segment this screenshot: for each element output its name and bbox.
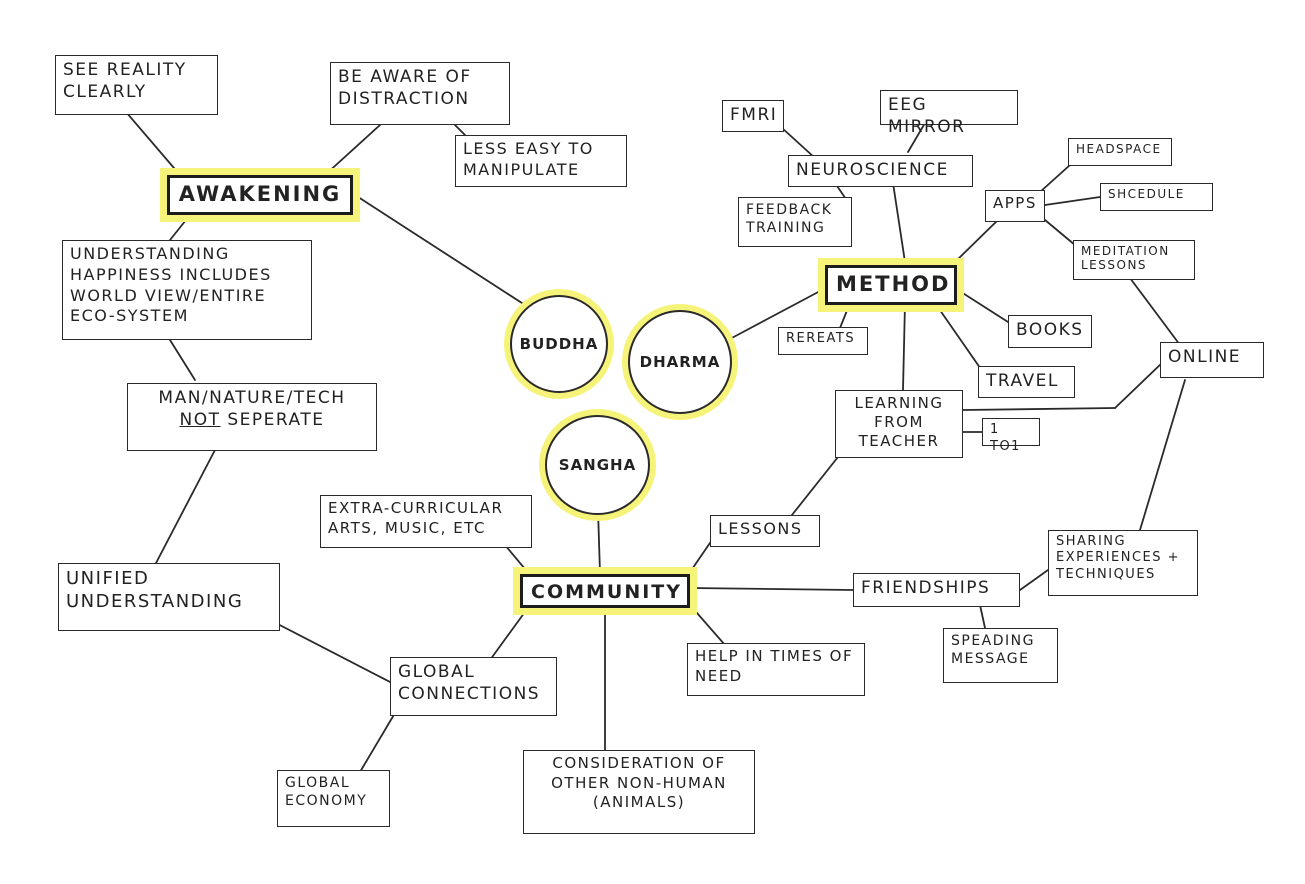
node-see-reality: SEE REALITY CLEARLY bbox=[55, 55, 218, 115]
link-neuro-method bbox=[892, 182, 906, 263]
link-method-dharma bbox=[727, 289, 823, 341]
node-understanding: UNDERSTANDING HAPPINESS INCLUDES WORLD V… bbox=[62, 240, 312, 340]
link-method-books bbox=[957, 289, 1009, 323]
link-online-sharing bbox=[1139, 379, 1186, 531]
node-travel: TRAVEL bbox=[978, 366, 1075, 398]
hub-awakening: AWAKENING bbox=[167, 175, 353, 215]
node-learning: LEARNING FROM TEACHER bbox=[835, 390, 963, 458]
man-nature-not: NOT bbox=[179, 410, 221, 431]
node-global-economy: GLOBAL ECONOMY bbox=[277, 770, 390, 827]
link-apps-headspace bbox=[1039, 164, 1071, 193]
link-learning-lessons bbox=[787, 456, 839, 521]
link-awakening-be-aware bbox=[324, 124, 381, 176]
link-global-conn-economy bbox=[359, 712, 396, 773]
node-apps: APPS bbox=[985, 190, 1045, 222]
circle-sangha: SANGHA bbox=[545, 415, 650, 515]
node-meditation: MEDITATION LESSONS bbox=[1073, 240, 1195, 280]
link-online-bend bbox=[1114, 361, 1164, 409]
node-lessons: LESSONS bbox=[710, 515, 820, 547]
node-feedback: FEEDBACK TRAINING bbox=[738, 197, 852, 247]
link-apps-schedule bbox=[1044, 196, 1101, 206]
link-community-friendships bbox=[689, 587, 854, 591]
link-awakening-understanding bbox=[169, 214, 191, 241]
node-neuroscience: NEUROSCIENCE bbox=[788, 155, 973, 187]
node-less-easy: LESS EASY TO MANIPULATE bbox=[455, 135, 627, 187]
link-fmri-neuro bbox=[781, 127, 816, 159]
link-apps-meditation bbox=[1044, 219, 1076, 246]
node-eeg: EEG MIRROR bbox=[880, 90, 1018, 137]
node-help: HELP IN TIMES OF NEED bbox=[687, 643, 865, 696]
link-be-aware-less-easy bbox=[454, 124, 466, 136]
link-learning-online bbox=[962, 407, 1116, 411]
node-speading: SPEADING MESSAGE bbox=[943, 628, 1058, 683]
link-awakening-buddha bbox=[354, 194, 526, 306]
node-schedule: SHCEDULE bbox=[1100, 183, 1213, 211]
node-consideration: CONSIDERATION OF OTHER NON-HUMAN (ANIMAL… bbox=[523, 750, 755, 834]
node-friendships: FRIENDSHIPS bbox=[853, 573, 1020, 607]
node-be-aware: BE AWARE OF DISTRACTION bbox=[330, 62, 510, 125]
circle-buddha: BUDDHA bbox=[510, 295, 608, 393]
node-books: BOOKS bbox=[1008, 315, 1092, 348]
node-unified: UNIFIED UNDERSTANDING bbox=[58, 563, 280, 631]
hub-method: METHOD bbox=[825, 265, 957, 305]
link-community-help bbox=[689, 604, 726, 646]
link-awakening-see-reality bbox=[119, 104, 181, 176]
node-fmri: FMRI bbox=[722, 100, 784, 132]
link-lessons-community bbox=[687, 539, 713, 576]
link-sangha-community bbox=[597, 509, 601, 574]
link-understanding-man-nature bbox=[169, 339, 196, 381]
link-friendships-speading bbox=[979, 604, 986, 629]
link-extra-community bbox=[504, 544, 531, 576]
node-extra: EXTRA-CURRICULAR ARTS, MUSIC, ETC bbox=[320, 495, 532, 548]
link-man-nature-unified bbox=[154, 449, 216, 566]
circle-dharma: DHARMA bbox=[628, 310, 732, 414]
link-unified-global-conn bbox=[269, 619, 393, 684]
link-friendships-sharing bbox=[1019, 569, 1049, 591]
link-method-travel bbox=[934, 302, 986, 376]
node-man-nature: MAN/NATURE/TECH NOT SEPERATE bbox=[127, 383, 377, 451]
node-global-connections: GLOBAL CONNECTIONS bbox=[390, 657, 557, 716]
node-sharing: SHARING EXPERIENCES + TECHNIQUES bbox=[1048, 530, 1198, 596]
link-method-learning bbox=[902, 302, 906, 391]
node-online: ONLINE bbox=[1160, 342, 1264, 378]
link-eeg-neuro bbox=[907, 122, 926, 153]
link-meditation-online bbox=[1129, 277, 1181, 346]
link-method-apps bbox=[954, 217, 1001, 263]
man-nature-line2: SEPERATE bbox=[227, 410, 325, 431]
link-method-retreats bbox=[839, 302, 851, 329]
node-headspace: HEADSPACE bbox=[1068, 138, 1172, 166]
man-nature-line1: MAN/NATURE/TECH bbox=[158, 388, 346, 408]
node-1to1: 1 TO1 bbox=[982, 418, 1040, 454]
link-community-global-conn bbox=[489, 604, 531, 661]
hub-community: COMMUNITY bbox=[520, 574, 690, 608]
node-retreats: REREATS bbox=[778, 327, 868, 355]
